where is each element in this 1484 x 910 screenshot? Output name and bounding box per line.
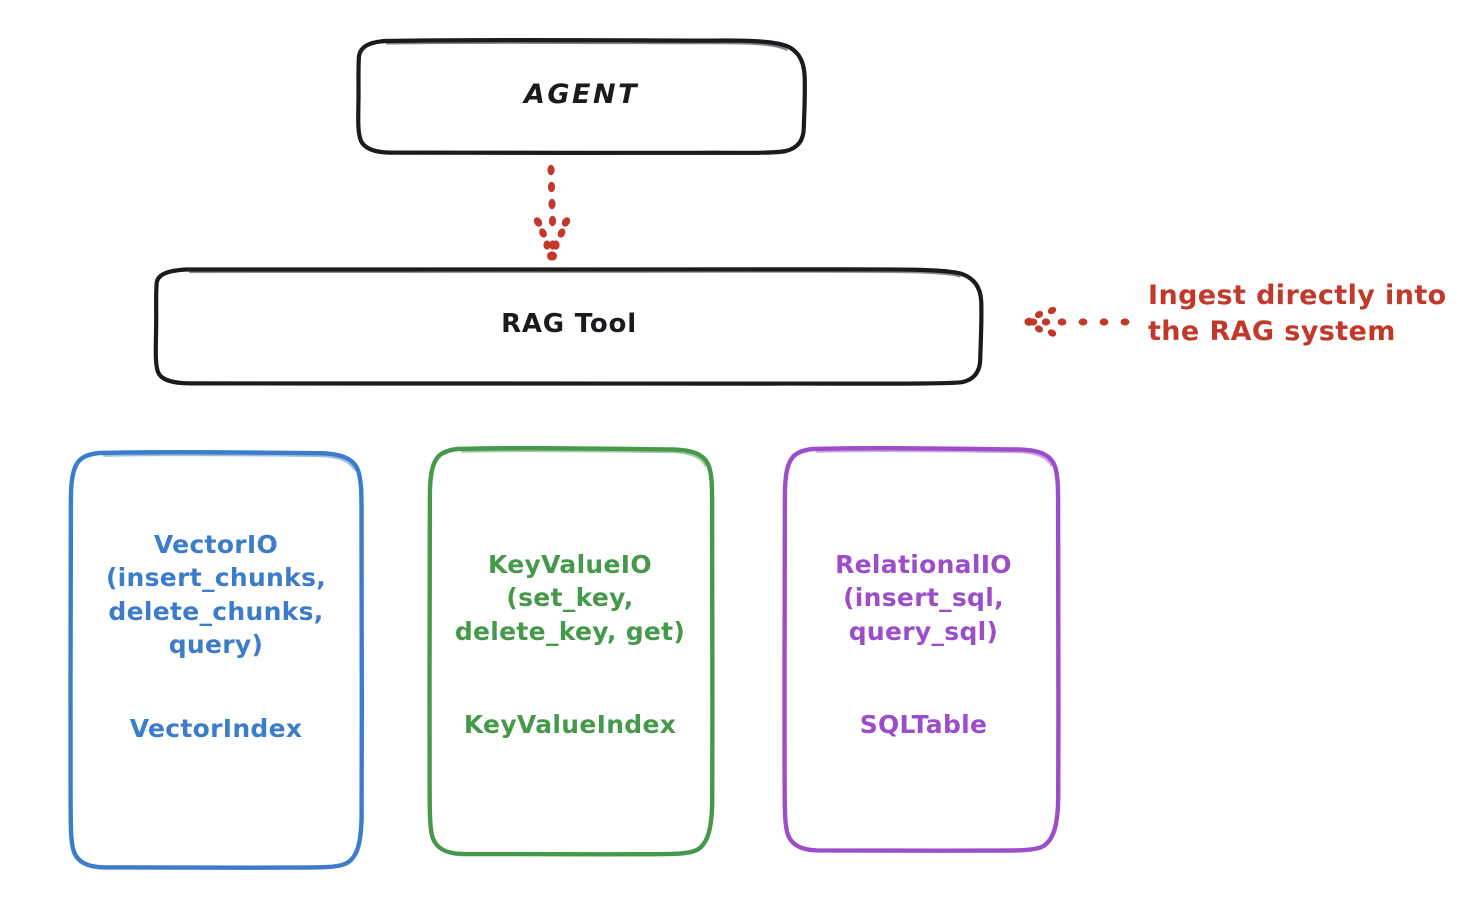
ingest-arrow — [1024, 306, 1130, 337]
relational-io-card[interactable] — [782, 446, 1061, 853]
keyvalue-index-label: KeyValueIndex — [463, 710, 677, 739]
agent-to-rag-arrow — [533, 164, 571, 261]
vector-index-label: VectorIndex — [129, 714, 303, 743]
agent-node[interactable] — [356, 37, 807, 156]
ingest-annotation-label: Ingest directly into the RAG system — [1148, 280, 1447, 347]
rag-tool-box-outline — [153, 266, 984, 386]
rag-tool-node[interactable] — [153, 266, 984, 386]
vector-io-card[interactable] — [68, 449, 365, 870]
agent-box-outline-jitter — [385, 41, 788, 51]
sql-table-label: SQLTable — [859, 710, 988, 739]
vector-io-card-outline — [68, 449, 365, 870]
vector-io-card-jitter — [102, 453, 356, 471]
keyvalue-io-card-outline — [427, 446, 715, 857]
relational-io-card-jitter — [815, 449, 1053, 467]
keyvalue-io-card[interactable] — [427, 446, 715, 857]
relational-io-api-label: RelationalIO (insert_sql, query_sql) — [835, 550, 1012, 646]
vector-io-api-label: VectorIO (insert_chunks, delete_chunks, … — [105, 530, 327, 659]
relational-io-card-outline — [782, 446, 1061, 853]
keyvalue-io-card-jitter — [460, 449, 707, 467]
rag-tool-box-outline-jitter — [188, 270, 961, 278]
keyvalue-io-api-label: KeyValueIO (set_key, delete_key, get) — [454, 550, 686, 646]
agent-box-outline — [356, 37, 807, 156]
